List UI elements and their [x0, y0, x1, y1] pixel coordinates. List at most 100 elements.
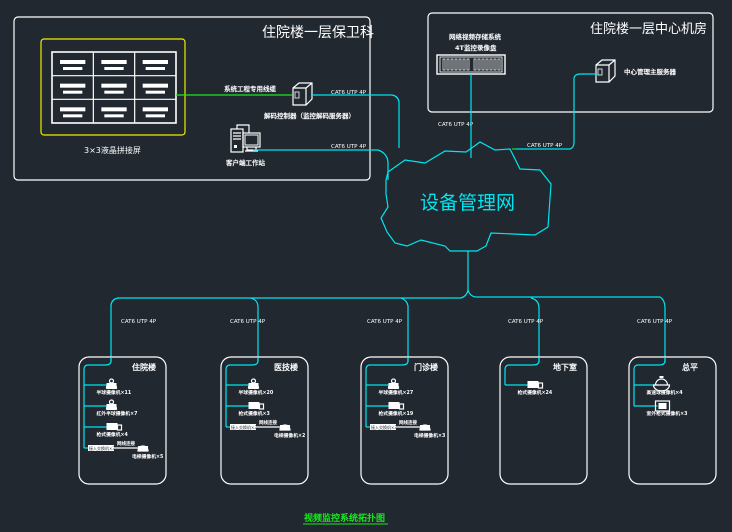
device-label: 枪式摄像机×24: [518, 389, 553, 396]
building-riser-cable: [225, 357, 259, 427]
video-wall-screen: [101, 83, 127, 94]
server-room-title: 住院楼一层中心机房: [590, 21, 707, 37]
elevator-camera-label: 电梯摄像机×3: [414, 432, 445, 439]
access-switch-icon[interactable]: [230, 424, 256, 430]
workstation-label: 客户端工作站: [225, 158, 266, 167]
switch-label: 接入交换机×31: [89, 445, 118, 451]
hdmi-label: 系统工程专用线缆: [224, 84, 277, 93]
elevator-camera-icon[interactable]: [279, 424, 291, 431]
server-cable-label: CAT6 UTP 4P: [527, 143, 563, 149]
server-to-network-cable: [516, 73, 598, 150]
dome-camera-icon[interactable]: [247, 378, 260, 389]
bullet-camera-icon[interactable]: [106, 423, 123, 431]
elevator-camera-icon[interactable]: [419, 424, 431, 431]
building-frame: [360, 356, 449, 485]
device-label: 高速球摄像机×4: [647, 389, 684, 396]
cloud-icon: [380, 141, 552, 252]
building-cable-label: CAT6 UTP 4P: [121, 319, 157, 325]
video-wall-screen: [142, 107, 168, 118]
dome-camera-icon[interactable]: [387, 378, 400, 389]
server-room-frame: [427, 12, 714, 113]
backbone-cables: [110, 73, 666, 362]
video-wall-outer-frame: [40, 38, 186, 136]
elevator-camera-label: 电梯摄像机×2: [274, 432, 305, 439]
nvr-label-2: 4T监控录像盘: [455, 43, 497, 52]
bus-cable-left: [110, 251, 469, 362]
device-label: 枪式摄像机×19: [379, 410, 414, 417]
building-riser-cable: [83, 357, 112, 448]
building-panels: 住院楼 CAT6 UTP 4P 半球摄像机×11 红外半球摄像机×7 枪式摄像机×4 接入…: [78, 319, 717, 485]
security-room: 住院楼一层保卫科 3×3液晶拼接屏 系统工程专用线缆 解码控制器（监控解码服务器…: [13, 16, 374, 181]
bullet-camera-icon[interactable]: [527, 381, 544, 389]
box-camera-icon[interactable]: [654, 400, 671, 412]
nvr-label-1: 网络视频存储系统: [449, 32, 502, 41]
building-cable-label: CAT6 UTP 4P: [230, 319, 266, 325]
building-panel[interactable]: 住院楼 CAT6 UTP 4P 半球摄像机×11 红外半球摄像机×7 枪式摄像机×4 接入…: [78, 319, 167, 485]
decoder-cable-label: CAT6 UTP 4P: [331, 90, 367, 96]
workstation-cable-label: CAT6 UTP 4P: [331, 144, 367, 150]
central-server-label: 中心管理主服务器: [624, 67, 677, 76]
video-wall-screen: [142, 60, 168, 70]
dome-camera-icon[interactable]: [105, 378, 118, 389]
device-label: 室外枪式摄像机×3: [647, 410, 688, 417]
video-wall-label: 3×3液晶拼接屏: [84, 145, 141, 155]
building-name: 住院楼: [132, 362, 156, 372]
building-panel[interactable]: 总平 CAT6 UTP 4P 高速球摄像机×4 室外枪式摄像机×3: [628, 319, 717, 485]
video-wall-screen: [101, 60, 127, 70]
network-label: 设备管理网: [420, 192, 515, 214]
device-label: 半球摄像机×11: [97, 389, 132, 396]
device-label: 半球摄像机×20: [239, 389, 274, 396]
building-frame: [628, 356, 717, 485]
central-server-icon[interactable]: [595, 59, 616, 83]
building-cable-label: CAT6 UTP 4P: [637, 319, 673, 325]
diagram-title: 视频监控系统拓扑图: [304, 512, 385, 524]
building-name: 门诊楼: [414, 362, 438, 372]
video-wall-screen: [60, 83, 86, 94]
building-frame: [78, 356, 167, 485]
bullet-camera-icon[interactable]: [248, 402, 265, 410]
network-cloud[interactable]: 设备管理网: [380, 141, 552, 252]
device-label: 枪式摄像机×4: [97, 431, 129, 438]
speed-dome-icon[interactable]: [652, 376, 671, 392]
building-cable-label: CAT6 UTP 4P: [367, 319, 403, 325]
decoder-server-icon[interactable]: [292, 82, 313, 106]
device-label: 枪式摄像机×3: [239, 410, 270, 417]
workstation-to-network-cable: [253, 149, 389, 180]
switch-label: 接入交换机×3: [371, 424, 397, 430]
video-wall-screen: [60, 107, 86, 118]
decoder-to-network-cable: [312, 94, 400, 148]
nvr-cable-label: CAT6 UTP 4P: [438, 122, 474, 128]
video-wall-screen: [60, 60, 86, 70]
video-wall-screen: [142, 83, 168, 94]
switch-link-label: 网线连接: [399, 419, 417, 426]
workstation-icon[interactable]: [230, 124, 261, 153]
security-room-frame: [13, 16, 371, 181]
access-switch-icon[interactable]: [370, 424, 396, 430]
video-wall[interactable]: [40, 38, 186, 136]
building-riser-cable: [633, 357, 666, 406]
decoder-label: 解码控制器（监控解码服务器）: [264, 111, 355, 120]
elevator-camera-label: 电梯摄像机×5: [132, 453, 163, 460]
building-name: 地下室: [553, 362, 577, 372]
building-name: 总平: [682, 362, 698, 372]
dome-camera-icon[interactable]: [105, 399, 118, 410]
security-room-title: 住院楼一层保卫科: [262, 25, 374, 41]
switch-link-label: 网线连接: [117, 440, 135, 447]
video-wall-screen: [101, 107, 127, 118]
building-frame: [220, 356, 309, 485]
access-switch-icon[interactable]: [88, 445, 114, 451]
building-panel[interactable]: 门诊楼 CAT6 UTP 4P 半球摄像机×27 枪式摄像机×19 接入交换机×3网线连…: [360, 319, 449, 485]
nvr-rack-icon[interactable]: [436, 54, 506, 75]
switch-link-label: 网线连接: [259, 419, 277, 426]
switch-label: 接入交换机×3: [231, 424, 257, 430]
building-riser-cable: [365, 357, 409, 427]
server-room: 住院楼一层中心机房 网络视频存储系统 4T监控录像盘 中心管理主服务器: [427, 12, 714, 113]
video-wall-grid-frame: [51, 51, 177, 124]
device-label: 半球摄像机×27: [379, 389, 414, 396]
elevator-camera-icon[interactable]: [137, 445, 149, 452]
bullet-camera-icon[interactable]: [388, 402, 405, 410]
device-label: 红外半球摄像机×7: [97, 410, 138, 417]
